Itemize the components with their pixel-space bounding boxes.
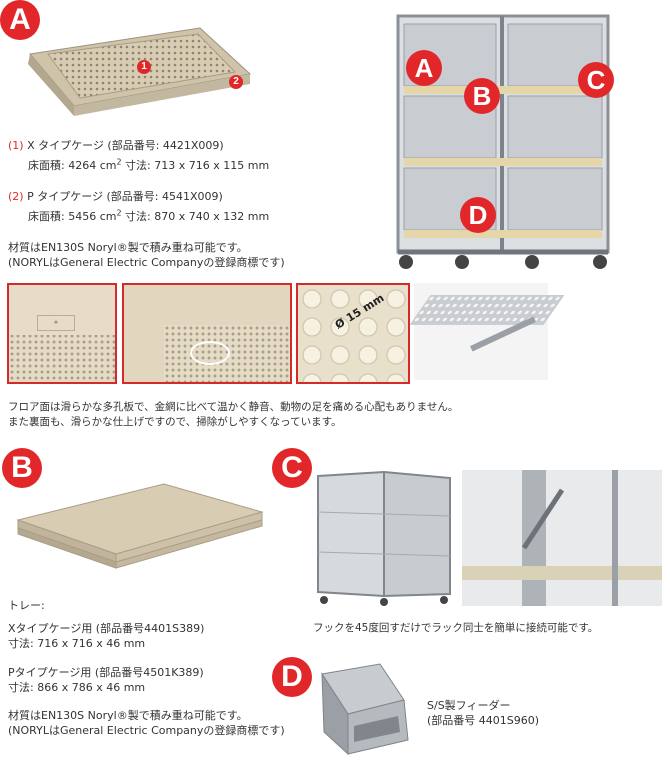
- tray-p-use: Pタイプケージ用 (部品番号4501K389): [8, 666, 204, 679]
- p-type-cage-title: (2) P タイプケージ (部品番号: 4541X009): [8, 190, 223, 203]
- photo-tray-corner: [122, 283, 292, 384]
- rack-badge-b: B: [464, 78, 500, 114]
- embossed-logo-icon: ✦: [37, 315, 75, 331]
- photo-hole-size: Ø 15 mm: [296, 283, 410, 384]
- marker-1: 1: [137, 60, 151, 74]
- tray-heading: トレー:: [8, 599, 45, 612]
- stacked-trays-illustration: [16, 483, 264, 569]
- cage-trademark-note: (NORYLはGeneral Electric Companyの登録商標です): [8, 256, 285, 269]
- tray-trademark-note: (NORYLはGeneral Electric Companyの登録商標です): [8, 724, 285, 737]
- p-type-cage-spec: 床面積: 5456 cm2 寸法: 870 x 740 x 132 mm: [28, 208, 270, 223]
- feeder-illustration: [321, 663, 409, 756]
- feeder-part-number: (部品番号 4401S960): [427, 714, 540, 727]
- tray-material-note: 材質はEN130S Noryl®製で積み重ね可能です。: [8, 709, 248, 722]
- rack-badge-a: A: [406, 50, 442, 86]
- cage-tray-illustration: [28, 27, 252, 116]
- highlight-circle: [190, 341, 230, 365]
- floor-note-line-1: フロア面は滑らかな多孔板で、金網に比べて温かく静音、動物の足を痛める心配もありま…: [8, 401, 459, 413]
- badge-a: A: [0, 0, 40, 40]
- feeder-name: S/S製フィーダー: [427, 699, 511, 712]
- badge-c: C: [272, 448, 312, 488]
- x-type-cage-spec: 床面積: 4264 cm2 寸法: 713 x 716 x 115 mm: [28, 157, 270, 172]
- marker-2: 2: [229, 75, 243, 89]
- tray-p-dims: 寸法: 866 x 786 x 46 mm: [8, 681, 146, 694]
- photo-tray-edge: [409, 283, 565, 380]
- tray-x-dims: 寸法: 716 x 716 x 46 mm: [8, 637, 146, 650]
- connected-racks-illustration: [317, 470, 451, 606]
- cage-material-note: 材質はEN130S Noryl®製で積み重ね可能です。: [8, 241, 248, 254]
- rack-badge-d: D: [460, 197, 496, 233]
- photo-logo-closeup: ✦: [7, 283, 117, 384]
- floor-note-line-2: また裏面も、滑らかな仕上げですので、掃除がしやすくなっています。: [8, 416, 342, 428]
- hook-note: フックを45度回すだけでラック同士を簡単に接続可能です。: [313, 622, 599, 634]
- x-type-cage-title: (1) X タイプケージ (部品番号: 4421X009): [8, 139, 224, 152]
- rack-badge-c: C: [578, 62, 614, 98]
- hook-closeup-illustration: [462, 470, 662, 606]
- tray-x-use: Xタイプケージ用 (部品番号4401S389): [8, 622, 205, 635]
- badge-b: B: [2, 448, 42, 488]
- badge-d: D: [272, 657, 312, 697]
